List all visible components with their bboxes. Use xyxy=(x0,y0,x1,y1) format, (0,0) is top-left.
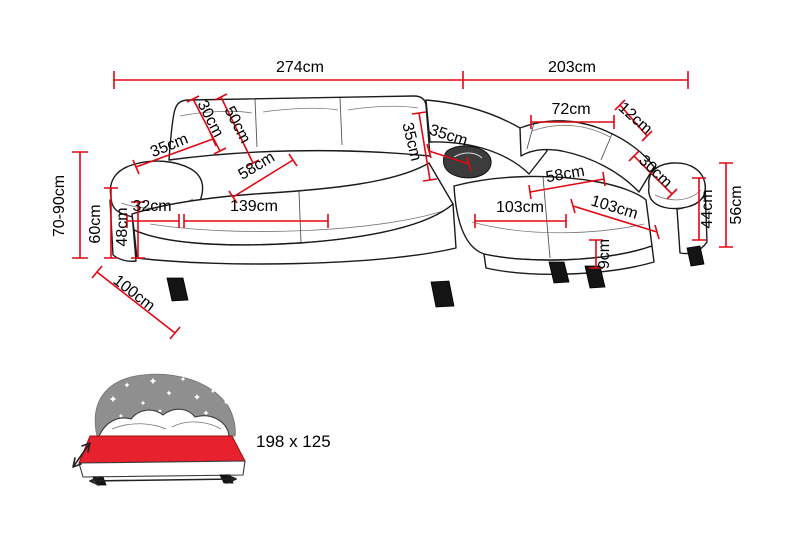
dim-line-overall-widths xyxy=(113,71,689,89)
dim-label-72: 72cm xyxy=(551,101,590,118)
dim-label-9: 9cm xyxy=(596,239,613,269)
bed-width-arrow xyxy=(72,442,91,468)
right-headrest-separator xyxy=(526,122,613,161)
dim-line-seatwidth-139 xyxy=(183,214,329,228)
left-seat-crease xyxy=(149,209,447,232)
sofa-leg xyxy=(430,280,455,308)
dim-line-chaise-103b xyxy=(570,198,660,240)
sofa-leg xyxy=(686,245,705,267)
dim-line-depth-100 xyxy=(91,265,181,340)
dim-label-70-90: 70-90cm xyxy=(51,175,68,237)
chaise-seam xyxy=(542,176,551,259)
left-seat-seam xyxy=(298,190,302,244)
dim-label-44: 44cm xyxy=(699,189,716,228)
dim-line-cushion-height xyxy=(131,201,145,259)
dim-label-100: 100cm xyxy=(110,272,158,315)
dim-line-height-range xyxy=(72,151,88,259)
bed-base xyxy=(78,460,246,478)
dim-line-seatdepth-58-left xyxy=(228,153,298,204)
dim-line-leg-9 xyxy=(589,239,603,269)
dim-label-32: 32cm xyxy=(132,198,171,215)
dim-line-armfront-32 xyxy=(126,214,180,228)
bed-duvet xyxy=(98,408,230,437)
sofa-drawing xyxy=(109,95,708,308)
headrest-crease xyxy=(179,105,419,117)
dim-line-back-50 xyxy=(214,93,260,167)
dim-label-103a: 103cm xyxy=(496,199,544,216)
chaise-front xyxy=(483,245,655,275)
dim-line-seatwidth-103a xyxy=(474,214,567,228)
dim-label-60: 60cm xyxy=(87,204,104,243)
dim-line-height-56 xyxy=(719,162,733,248)
dim-label-12: 12cm xyxy=(615,99,655,138)
dim-line-armrest-30-right xyxy=(628,150,678,200)
dim-label-58-left: 58cm xyxy=(236,149,278,184)
dim-line-seatheight-44 xyxy=(692,177,706,241)
right-armrest-crease xyxy=(654,189,702,201)
bed-icon: 198 x 125 xyxy=(72,373,331,486)
corner-cushion xyxy=(443,145,492,179)
corner-cushion-highlight xyxy=(453,152,483,159)
dim-label-274: 274cm xyxy=(276,59,324,76)
bed-mattress xyxy=(78,435,246,464)
sofa-leg xyxy=(548,261,570,284)
dim-line-headrest-30 xyxy=(186,95,227,155)
right-headrest-crease xyxy=(531,124,611,138)
dim-line-headrest-72 xyxy=(530,115,615,129)
dim-line-corner-35a xyxy=(411,111,438,182)
dim-line-corner-35b xyxy=(426,143,472,172)
dim-label-48: 48cm xyxy=(114,207,131,246)
dim-line-headrest-12 xyxy=(614,99,653,142)
left-seat-front xyxy=(133,203,457,265)
headrest-separator xyxy=(254,96,343,148)
sleeping-area-label: 198 x 125 xyxy=(256,432,331,451)
left-backrest xyxy=(168,95,431,161)
chaise-crease xyxy=(471,221,645,234)
dim-line-seatdepth-58-right xyxy=(528,171,606,200)
dim-line-seat-height xyxy=(104,187,118,259)
bed-duvet-folds xyxy=(111,421,222,430)
dimension-lines xyxy=(72,71,733,340)
dim-label-203: 203cm xyxy=(548,59,596,76)
dim-label-139: 139cm xyxy=(230,198,278,215)
dim-label-58-right: 58cm xyxy=(544,163,585,187)
sofa-leg xyxy=(166,277,189,302)
bed-length-arrow xyxy=(89,474,237,486)
sofa-leg xyxy=(584,265,606,289)
dim-label-56: 56cm xyxy=(728,185,745,224)
